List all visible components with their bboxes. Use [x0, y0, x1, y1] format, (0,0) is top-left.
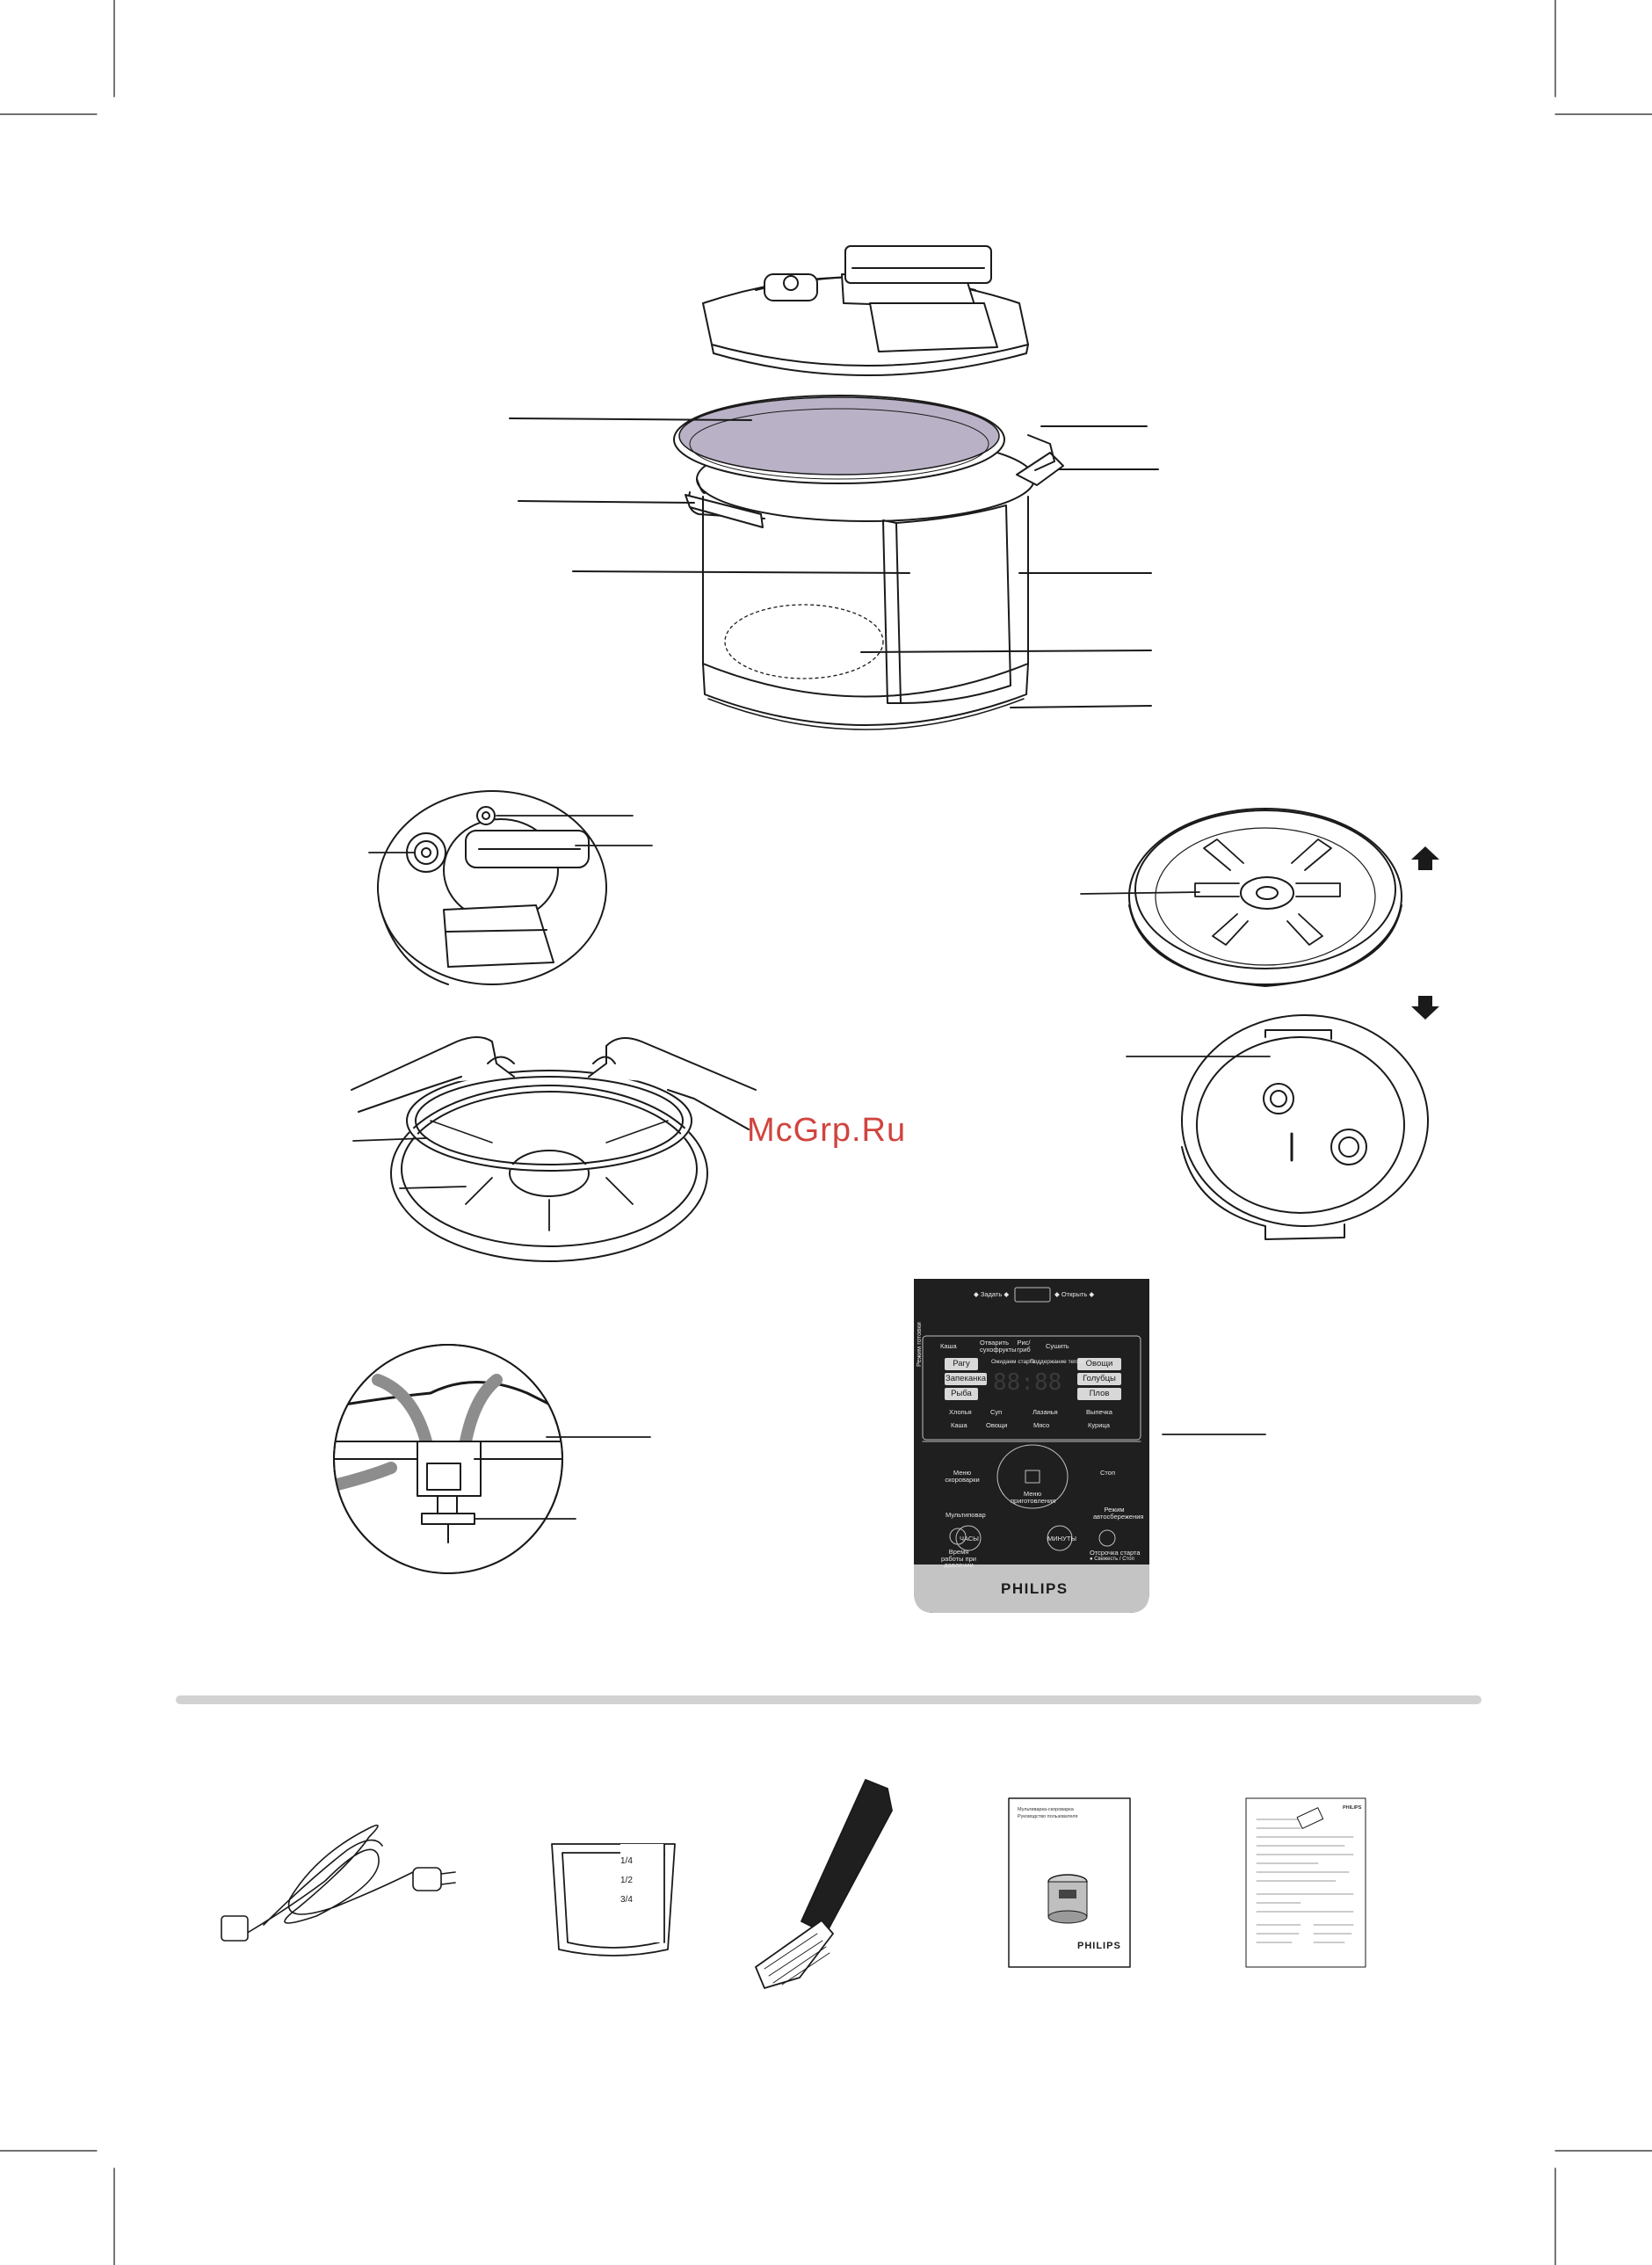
svg-text:3/4: 3/4: [620, 1895, 633, 1905]
svg-text:1/2: 1/2: [620, 1876, 633, 1885]
key-multicook[interactable]: Мультиповар: [946, 1511, 986, 1519]
leaflet-icon: [1245, 1797, 1366, 1968]
panel-row1-3: Сушить: [1046, 1342, 1069, 1350]
cooker-lid-exploded: [702, 245, 1029, 376]
section-divider: [176, 1695, 1482, 1704]
cooker-body: [673, 395, 1064, 730]
callout-lines-main: [509, 417, 1159, 708]
key-menu-cooking[interactable]: Меню скороварки: [945, 1469, 980, 1484]
user-manual-icon: [1008, 1797, 1131, 1968]
mode-button-ragu[interactable]: Рагу: [945, 1358, 978, 1370]
panel-top-left: ◆ Задать ◆: [974, 1290, 1010, 1298]
lid-underside: [1126, 1014, 1429, 1240]
key-menu-select[interactable]: Меню приготовления: [1011, 1490, 1056, 1505]
manual-title-1: Мультиварка-скороварка: [1018, 1807, 1074, 1812]
gasket-removal: [351, 1036, 757, 1262]
mode-button-zapekanka[interactable]: Запеканка: [945, 1373, 987, 1385]
key-delay-start-sub: ● Свежесть / Стоп: [1090, 1557, 1134, 1562]
panel-row-b-3: Курица: [1088, 1421, 1110, 1429]
mode-button-ryba[interactable]: Рыба: [945, 1388, 978, 1400]
spatula-icon: [755, 1779, 893, 1989]
panel-row1-0: Каша: [940, 1342, 957, 1350]
svg-text:1/4: 1/4: [620, 1856, 633, 1866]
panel-mid-right: Поддержание тепла: [1030, 1359, 1084, 1365]
power-cord-icon: [221, 1824, 456, 1942]
manual-brand: PHILIPS: [1077, 1941, 1121, 1951]
key-stop[interactable]: Стоп: [1100, 1469, 1115, 1477]
panel-row-a-3: Выпечка: [1086, 1408, 1112, 1416]
inner-lid-gasket: [1080, 808, 1402, 987]
mode-button-plov[interactable]: Плов: [1077, 1388, 1121, 1400]
panel-side-label-0: Режим готовки: [915, 1322, 923, 1367]
valve-detail: [333, 1344, 651, 1574]
panel-row1-2: Рис/гриб: [1017, 1339, 1031, 1354]
mode-button-golubtsy[interactable]: Голубцы: [1077, 1373, 1121, 1385]
key-timer[interactable]: Время работы при давлении: [941, 1548, 976, 1569]
mode-button-ovoshchi[interactable]: Овощи: [1077, 1358, 1121, 1370]
key-minutes[interactable]: МИНУТЫ: [1047, 1535, 1077, 1543]
panel-row-b-1: Овощи: [986, 1421, 1008, 1429]
panel-brand-logo: PHILIPS: [1001, 1580, 1069, 1597]
leaflet-brand: PHILIPS: [1343, 1805, 1362, 1811]
measuring-cup-icon: 1/4 1/2 3/4: [551, 1843, 676, 1956]
panel-row-a-2: Лазанья: [1032, 1408, 1058, 1416]
panel-mid-left: Ожидаем старта: [991, 1359, 1036, 1365]
watermark: McGrp.Ru: [747, 1112, 907, 1149]
key-hours[interactable]: ЧАСЫ: [960, 1535, 979, 1543]
lid-top-view: [368, 790, 653, 985]
panel-row1-1: Отварить сухофрукты: [980, 1339, 1017, 1354]
manual-title-2: Руководство пользователя: [1018, 1814, 1078, 1819]
panel-row-b-0: Каша: [951, 1421, 967, 1429]
panel-display: 88:88: [993, 1369, 1062, 1396]
panel-row-a-1: Суп: [990, 1408, 1003, 1416]
arrow-down-icon: [1411, 996, 1439, 1020]
panel-top-right: ◆ Открыть ◆: [1054, 1290, 1095, 1298]
panel-row-b-2: Мясо: [1033, 1421, 1050, 1429]
key-delay-start[interactable]: Отсрочка старта: [1090, 1549, 1141, 1557]
panel-row-a-0: Хлопья: [949, 1408, 972, 1416]
arrow-up-icon: [1411, 846, 1439, 870]
key-steam-release[interactable]: Режим автосбережения: [1093, 1506, 1144, 1521]
